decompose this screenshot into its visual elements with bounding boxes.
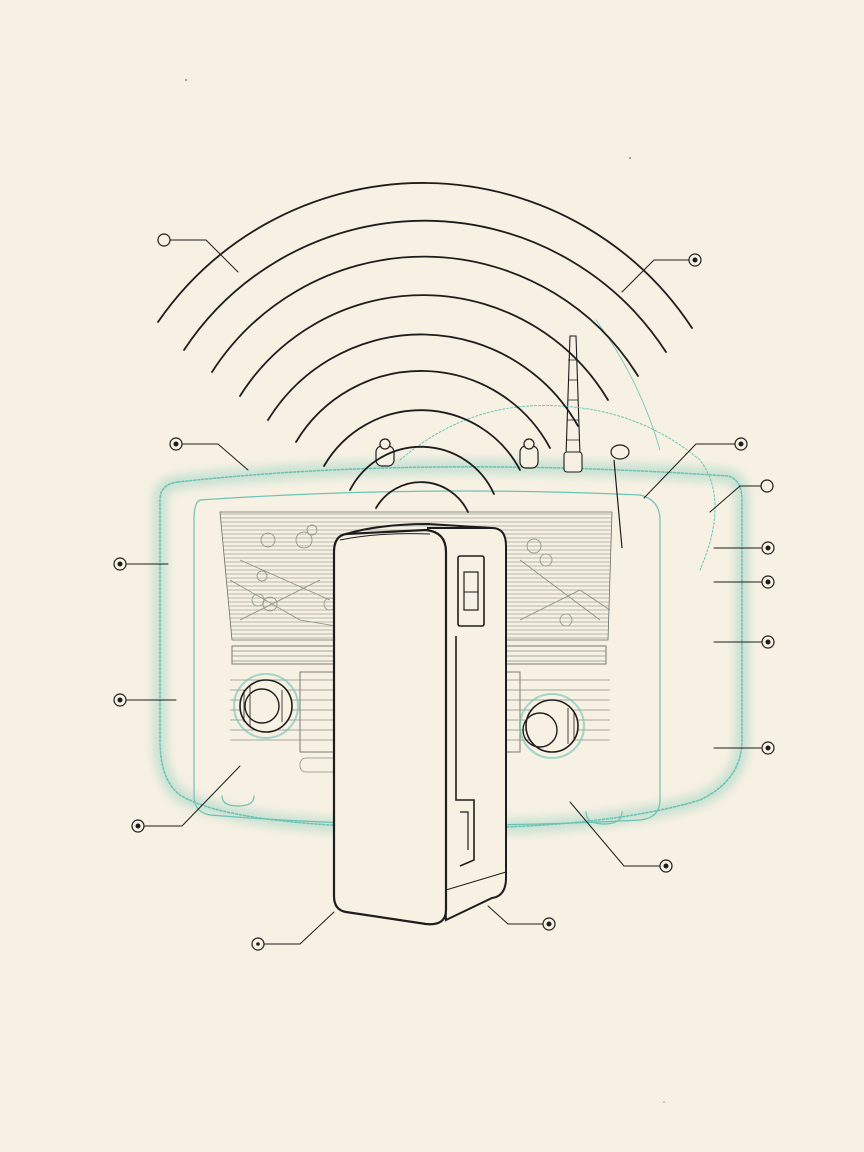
callout-marker-4	[734, 437, 748, 451]
leader-13	[569, 801, 661, 867]
wave-arc-1	[157, 182, 693, 329]
callout-marker-8	[761, 575, 775, 589]
callout-marker-6	[113, 557, 127, 571]
radio-cable	[399, 404, 716, 571]
callout-markers	[113, 233, 775, 951]
leader-2	[621, 259, 691, 293]
leader-14	[261, 911, 335, 945]
paper-specks	[185, 79, 665, 1103]
callout-marker-9	[761, 635, 775, 649]
leader-12	[139, 765, 241, 827]
wave-arc-7	[323, 409, 521, 471]
device-top-bevel	[339, 533, 431, 541]
wave-arc-3	[211, 255, 639, 377]
left-knob	[233, 673, 299, 739]
leader-15	[487, 905, 547, 925]
radio-front-panel	[193, 490, 661, 826]
callout-marker-11	[761, 741, 775, 755]
device-side-face	[426, 527, 507, 922]
callout-marker-13	[659, 859, 673, 873]
leader-4	[643, 443, 739, 499]
callout-marker-3	[169, 437, 183, 451]
callout-marker-1	[157, 233, 171, 247]
callout-marker-15	[542, 917, 556, 931]
wave-arc-5	[267, 333, 579, 427]
wave-arc-8	[349, 445, 495, 495]
callout-marker-2	[688, 253, 702, 267]
wave-arc-2	[183, 219, 667, 353]
leader-1	[169, 239, 239, 273]
callout-marker-10	[113, 693, 127, 707]
device-front-face	[332, 528, 448, 926]
wave-arc-6	[295, 370, 551, 449]
radio-cabinet	[159, 466, 743, 829]
leader-5	[709, 485, 763, 513]
device-side-switch	[463, 571, 479, 611]
callout-marker-5	[760, 479, 774, 493]
leader-3	[179, 443, 249, 471]
handheld-device	[332, 522, 507, 926]
radio-waves	[157, 182, 693, 513]
callout-marker-7	[761, 541, 775, 555]
wave-arc-9	[375, 481, 469, 513]
antenna	[563, 335, 583, 473]
callout-marker-12	[131, 819, 145, 833]
top-knobs	[375, 438, 539, 469]
radio-feet	[221, 795, 623, 825]
wave-arc-4	[239, 294, 609, 401]
callout-marker-14	[251, 937, 265, 951]
device-side-window	[457, 555, 485, 627]
device-top-edge	[345, 522, 493, 535]
callout-leaders	[119, 239, 765, 945]
radio-handle	[610, 444, 630, 549]
right-knob	[519, 693, 585, 759]
device-side-rail	[455, 636, 475, 867]
